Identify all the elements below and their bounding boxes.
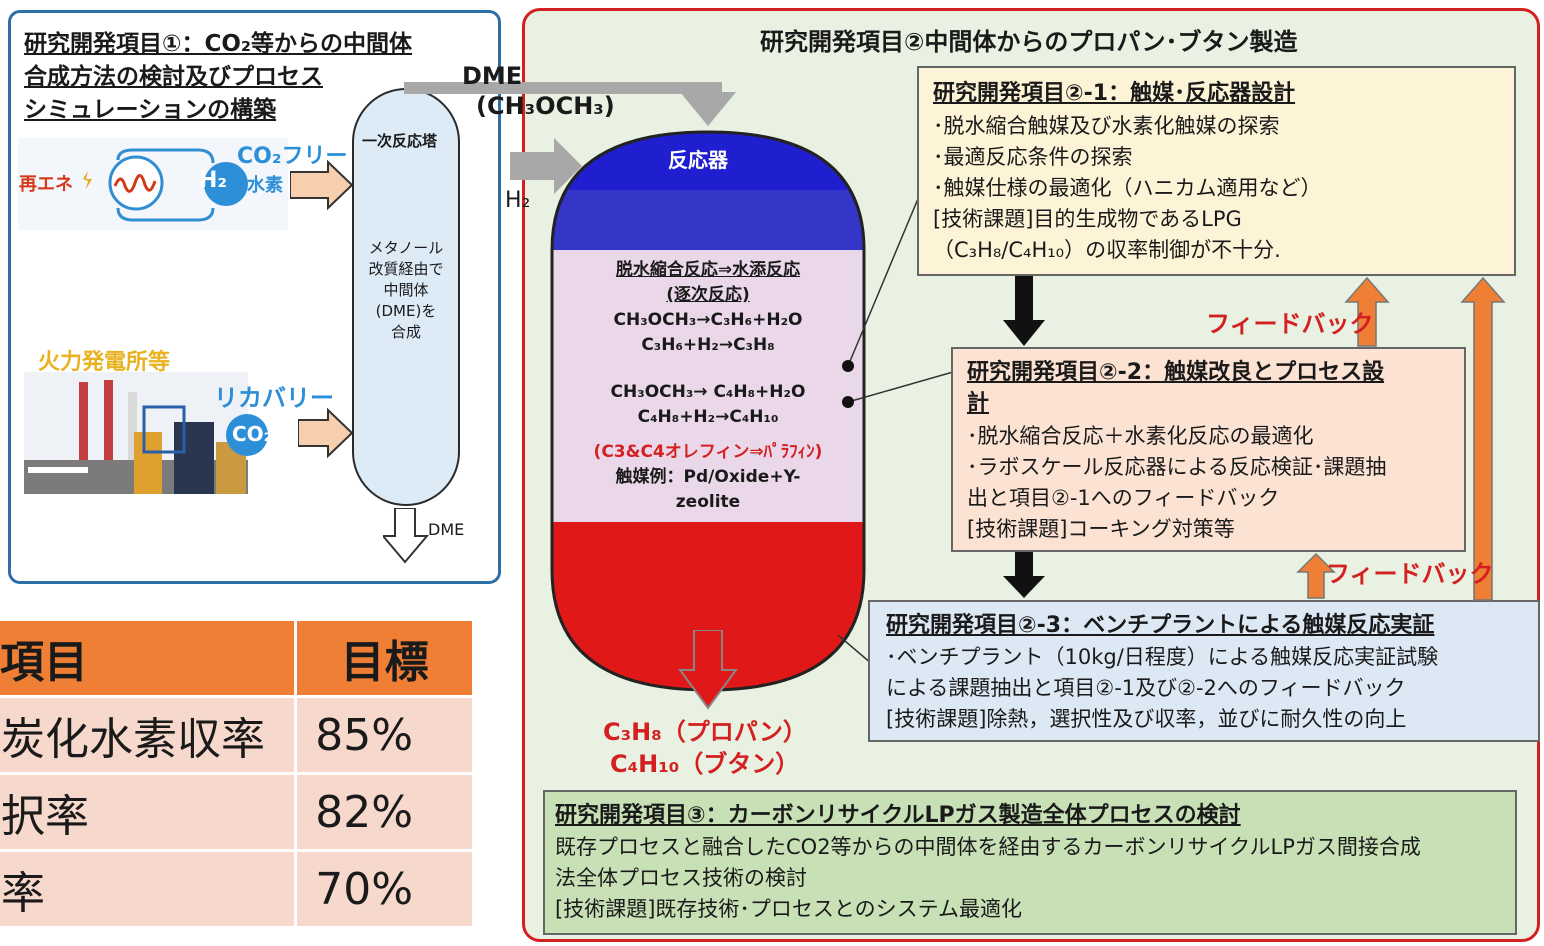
reaction-eq-1: CH₃OCH₃→C₃H₆+H₂O [613, 310, 803, 330]
recovery-label: リカバリー [214, 384, 334, 412]
box22-line: [技術課題]コーキング対策等 [967, 517, 1235, 541]
box21-line: （C₃H₈/C₄H₁₀）の収率制御が不十分. [933, 238, 1281, 262]
goal-item: 率 [0, 852, 295, 926]
goal-target: 82% [294, 775, 472, 849]
catalyst-example-cont: zeolite [675, 492, 741, 512]
olefin-note: (C3&C4オレフィン⇒ﾊﾟﾗﾌｨﾝ) [593, 442, 823, 462]
box22-line: ･脱水縮合反応＋水素化反応の最適化 [967, 424, 1314, 448]
power-plant-icon [24, 372, 248, 494]
box23-line: ･ベンチプラント（10kg/日程度）による触媒反応実証試験 [886, 645, 1439, 669]
table-row: 択率 82% [0, 775, 472, 849]
reactor-label: 反応器 [668, 148, 728, 172]
reaction-eq-2: C₃H₆+H₂→C₃H₈ [641, 335, 775, 355]
dme-out-arrow [383, 508, 429, 564]
h2-feed-arrow [290, 160, 354, 210]
goals-table: 項目 目標 炭化水素収率 85% 択率 82% 率 70% [0, 618, 472, 929]
box3-body: 既存プロセスと融合したCO2等からの中間体を経由するカーボンリサイクルLPガス間… [555, 832, 1421, 925]
primary-reactor-label: 一次反応塔 [362, 132, 438, 150]
goals-header-target: 目標 [294, 621, 472, 695]
box3-line: 既存プロセスと融合したCO2等からの中間体を経由するカーボンリサイクルLPガス間… [555, 835, 1421, 859]
reaction-eq-4: C₄H₈+H₂→C₄H₁₀ [637, 407, 779, 427]
box3-line: 法全体プロセス技術の検討 [555, 866, 807, 890]
goal-item: 炭化水素収率 [0, 698, 295, 772]
co2-symbol: CO₂ [232, 422, 273, 446]
table-row: 率 70% [0, 852, 472, 926]
catalyst-example: 触媒例：Pd/Oxide+Y- [615, 467, 801, 487]
box23-body: ･ベンチプラント（10kg/日程度）による触媒反応実証試験 による課題抽出と項目… [886, 642, 1438, 735]
power-plant-illustration [24, 372, 248, 494]
box3-line: [技術課題]既存技術･プロセスとのシステム最適化 [555, 897, 1023, 921]
h2-symbol: H₂ [199, 168, 228, 193]
box22-title-line: 研究開発項目②-2：触媒改良とプロセス設 [967, 360, 1385, 385]
product-butane: C₄H₁₀（ブタン） [610, 750, 800, 778]
reaction-eq-3: CH₃OCH₃→ C₄H₈+H₂O [610, 382, 806, 402]
box22-title: 研究開発項目②-2：触媒改良とプロセス設 計 [967, 357, 1384, 419]
h2-feed-label: H₂ [505, 188, 531, 213]
power-plant-label: 火力発電所等 [38, 350, 171, 375]
renewable-cycle-icon [83, 148, 248, 222]
box-overall-process: 研究開発項目③：カーボンリサイクルLPガス製造全体プロセスの検討 既存プロセスと… [543, 790, 1517, 935]
box21-line: [技術課題]目的生成物であるLPG [933, 207, 1242, 231]
flow-arrow-22-to-23 [1003, 552, 1045, 598]
dme-feed-name: DME [462, 62, 523, 90]
co2-feed-arrow [298, 408, 354, 458]
reaction-title: 脱水縮合反応⇒水添反応 [615, 260, 801, 280]
primary-reactor-desc: メタノール 改質経由で 中間体 (DME)を 合成 [368, 239, 444, 341]
co2-circle-icon [226, 414, 268, 456]
box22-title-line: 計 [967, 391, 990, 416]
dme-out-label: DME [428, 520, 465, 539]
flow-arrow-21-to-22 [1003, 276, 1045, 346]
panel2-title: 研究開発項目②中間体からのプロパン･ブタン製造 [760, 28, 1298, 56]
box-catalyst-improvement: 研究開発項目②-2：触媒改良とプロセス設 計 ･脱水縮合反応＋水素化反応の最適化… [951, 347, 1466, 552]
reaction-details: 脱水縮合反応⇒水添反応 (逐次反応) CH₃OCH₃→C₃H₆+H₂O C₃H₆… [556, 258, 860, 515]
box23-line: [技術課題]除熱，選択性及び収率，並びに耐久性の向上 [886, 707, 1407, 731]
goals-header-row: 項目 目標 [0, 621, 472, 695]
dme-feed-formula: (CH₃OCH₃) [476, 92, 615, 120]
feedback-arrow-22-to-21 [1344, 276, 1390, 347]
box21-line: ･触媒仕様の最適化（ハニカム適用など） [933, 176, 1322, 200]
product-outlet-arrow [678, 630, 738, 710]
box21-body: ･脱水縮合触媒及び水素化触媒の探索 ･最適反応条件の探索 ･触媒仕様の最適化（ハ… [933, 111, 1322, 266]
box22-line: 出と項目②-1へのフィードバック [967, 486, 1280, 510]
table-row: 炭化水素収率 85% [0, 698, 472, 772]
renewable-hydrogen-illustration [18, 138, 288, 230]
primary-reactor-tower [352, 88, 460, 506]
box21-line: ･最適反応条件の探索 [933, 145, 1133, 169]
goals-header-item: 項目 [0, 621, 295, 695]
h2-reactor-feed-arrow [510, 138, 582, 194]
feedback-label-1: フィードバック [1206, 310, 1374, 338]
feedback-arrow-23-to-21 [1460, 276, 1506, 601]
panel1-title: 研究開発項目①：CO₂等からの中間体合成方法の検討及びプロセスシミュレーションの… [24, 31, 412, 123]
feedback-label-2: フィードバック [1326, 560, 1494, 588]
box23-line: による課題抽出と項目②-1及び②-2へのフィードバック [886, 676, 1406, 700]
box22-body: ･脱水縮合反応＋水素化反応の最適化 ･ラボスケール反応器による反応検証･課題抽 … [967, 421, 1386, 545]
goal-target: 85% [294, 698, 472, 772]
dme-feed-arrow [404, 82, 736, 126]
goal-item: 択率 [0, 775, 295, 849]
box-catalyst-reactor-design: 研究開発項目②-1：触媒･反応器設計 ･脱水縮合触媒及び水素化触媒の探索 ･最適… [917, 66, 1516, 276]
feedback-arrow-23-to-22 [1296, 552, 1336, 599]
box-bench-plant-demo: 研究開発項目②-3：ベンチプラントによる触媒反応実証 ･ベンチプラント（10kg… [868, 600, 1540, 742]
product-propane: C₃H₈（プロパン） [603, 718, 807, 746]
box3-title: 研究開発項目③：カーボンリサイクルLPガス製造全体プロセスの検討 [555, 803, 1241, 828]
box21-title: 研究開発項目②-1：触媒･反応器設計 [933, 81, 1296, 106]
reaction-subtitle: (逐次反応) [666, 285, 750, 305]
renewable-label: 再エネ [19, 174, 73, 195]
box23-title: 研究開発項目②-3：ベンチプラントによる触媒反応実証 [886, 613, 1435, 638]
box21-line: ･脱水縮合触媒及び水素化触媒の探索 [933, 114, 1280, 138]
hydrogen-label: 水素 [247, 175, 283, 196]
goal-target: 70% [294, 852, 472, 926]
box22-line: ･ラボスケール反応器による反応検証･課題抽 [967, 455, 1387, 479]
